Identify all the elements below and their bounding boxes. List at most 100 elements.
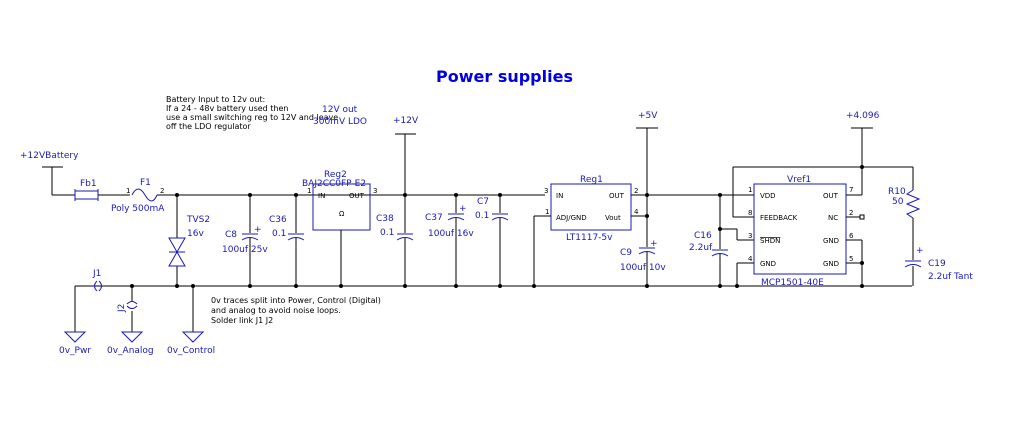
svg-text:off the LDO regulator: off the LDO regulator (166, 122, 251, 131)
svg-text:R10: R10 (888, 187, 906, 197)
svg-text:2: 2 (634, 187, 638, 195)
svg-text:Battery Input to 12v out:: Battery Input to 12v out: (166, 95, 265, 104)
page-title: Power supplies (436, 67, 573, 86)
battery-note: Battery Input to 12v out: If a 24 - 48v … (166, 95, 338, 131)
svg-text:C7: C7 (477, 197, 489, 207)
svg-text:0.1: 0.1 (272, 229, 286, 239)
svg-text:1: 1 (545, 208, 549, 216)
svg-text:12V out: 12V out (322, 105, 358, 115)
svg-text:NC: NC (828, 214, 838, 222)
svg-text:0.1: 0.1 (475, 211, 489, 221)
svg-text:Fb1: Fb1 (80, 179, 97, 189)
svg-text:OUT: OUT (823, 192, 839, 200)
svg-text:C8: C8 (225, 230, 237, 240)
net-5v[interactable]: +5V (636, 111, 658, 286)
svg-text:MCP1501-40E: MCP1501-40E (761, 278, 824, 288)
net-battery[interactable]: +12VBattery (20, 151, 79, 195)
net-12v[interactable]: +12V (393, 116, 419, 195)
svg-text:0v_Control: 0v_Control (167, 346, 215, 356)
svg-text:IN: IN (556, 192, 563, 200)
svg-text:6: 6 (849, 232, 854, 240)
ferrite-bead-fb1[interactable]: Fb1 (74, 179, 99, 201)
capacitor-c16[interactable]: C16 2.2uf (689, 195, 754, 286)
svg-text:50: 50 (892, 197, 904, 207)
fuse-f1[interactable]: F1 1 2 Poly 500mA (111, 178, 165, 214)
svg-text:1: 1 (748, 186, 752, 194)
svg-text:GND: GND (760, 260, 776, 268)
svg-text:0v_Analog: 0v_Analog (107, 346, 154, 356)
svg-text:C19: C19 (928, 259, 946, 269)
svg-text:1: 1 (307, 187, 311, 195)
svg-text:+12V: +12V (393, 116, 419, 126)
svg-text:Ω: Ω (339, 210, 345, 218)
svg-text:Vref1: Vref1 (787, 175, 811, 185)
junction-dots (130, 165, 864, 288)
svg-text:2: 2 (160, 187, 164, 195)
svg-text:+: + (254, 225, 262, 235)
ground-0v-pwr[interactable]: 0v_Pwr (59, 331, 91, 356)
capacitor-c7[interactable]: C7 0.1 (475, 195, 509, 286)
resistor-r10[interactable]: R10 50 (888, 167, 921, 260)
svg-text:100uf 10v: 100uf 10v (620, 263, 666, 273)
svg-text:ADJ/GND: ADJ/GND (556, 214, 587, 222)
svg-text:C16: C16 (694, 231, 712, 241)
svg-text:1: 1 (126, 187, 130, 195)
svg-text:Reg1: Reg1 (580, 175, 603, 185)
svg-text:+4.096: +4.096 (846, 111, 880, 121)
svg-text:0v traces split into Power, Co: 0v traces split into Power, Control (Dig… (211, 296, 381, 305)
svg-text:C37: C37 (425, 213, 443, 223)
svg-text:If a 24 - 48v battery used the: If a 24 - 48v battery used then (166, 104, 289, 113)
svg-text:TVS2: TVS2 (186, 215, 210, 225)
svg-text:OUT: OUT (349, 192, 365, 200)
svg-text:2.2uf: 2.2uf (689, 243, 713, 253)
svg-text:and analog to avoid noise loop: and analog to avoid noise loops. (211, 306, 341, 315)
svg-text:GND: GND (823, 260, 839, 268)
svg-text:SHDN: SHDN (760, 237, 780, 245)
svg-text:0v_Pwr: 0v_Pwr (59, 346, 91, 356)
svg-text:Reg2: Reg2 (324, 170, 347, 180)
svg-text:use a small switching reg to 1: use a small switching reg to 12V and lea… (166, 113, 338, 122)
capacitor-c9[interactable]: + C9 100uf 10v (620, 239, 666, 273)
solder-link-j1[interactable]: J1 (92, 269, 102, 292)
solder-link-j2[interactable]: J2 (117, 301, 138, 314)
svg-text:5: 5 (849, 255, 853, 263)
svg-text:4: 4 (748, 255, 753, 263)
svg-text:FEEDBACK: FEEDBACK (760, 214, 798, 222)
svg-text:LT1117-5v: LT1117-5v (566, 233, 613, 243)
net-vref[interactable]: +4.096 (846, 111, 880, 195)
svg-text:3: 3 (748, 232, 752, 240)
svg-text:7: 7 (849, 186, 853, 194)
svg-text:+12VBattery: +12VBattery (20, 151, 79, 161)
svg-text:+: + (459, 204, 467, 214)
svg-text:C9: C9 (620, 248, 632, 258)
svg-text:+5V: +5V (638, 111, 658, 121)
capacitor-c36[interactable]: C36 0.1 (269, 195, 305, 286)
capacitor-c19[interactable]: + C19 2.2uf Tant (904, 246, 973, 286)
svg-text:3: 3 (373, 187, 377, 195)
svg-text:C38: C38 (376, 214, 394, 224)
svg-text:VDD: VDD (760, 192, 776, 200)
regulator-reg1[interactable]: Reg1 3 1 2 4 IN ADJ/GND OUT Vout LT1117-… (533, 175, 727, 286)
capacitor-c8[interactable]: + C8 100uf 25v (222, 195, 268, 286)
svg-text:2: 2 (849, 209, 853, 217)
svg-text:3: 3 (544, 187, 548, 195)
svg-text:300mV LDO: 300mV LDO (313, 117, 367, 127)
svg-text:J2: J2 (117, 304, 127, 313)
capacitor-c37[interactable]: + C37 100uf 16v (425, 195, 474, 286)
svg-text:IN: IN (318, 192, 325, 200)
svg-text:J1: J1 (92, 269, 101, 279)
ground-note: 0v traces split into Power, Control (Dig… (211, 296, 381, 325)
svg-text:+: + (916, 246, 924, 256)
svg-text:Vout: Vout (605, 214, 621, 222)
ground-0v-analog[interactable]: 0v_Analog (107, 331, 154, 356)
svg-text:8: 8 (748, 209, 752, 217)
svg-text:2.2uf Tant: 2.2uf Tant (928, 272, 973, 282)
voltage-reference-vref1[interactable]: Vref1 1 8 3 4 VDD FEEDBACK SHDN GND OUT … (727, 166, 913, 288)
svg-text:4: 4 (634, 208, 639, 216)
svg-text:100uf 25v: 100uf 25v (222, 245, 268, 255)
svg-text:C36: C36 (269, 215, 287, 225)
capacitor-c38[interactable]: C38 0.1 (376, 195, 414, 286)
regulator-reg2[interactable]: 12V out 300mV LDO Reg2 BAJ2CC0FP-E2 1 3 … (302, 105, 377, 286)
ground-0v-control[interactable]: 0v_Control (167, 331, 215, 356)
tvs-diode-tvs2[interactable]: TVS2 16v (168, 195, 210, 286)
